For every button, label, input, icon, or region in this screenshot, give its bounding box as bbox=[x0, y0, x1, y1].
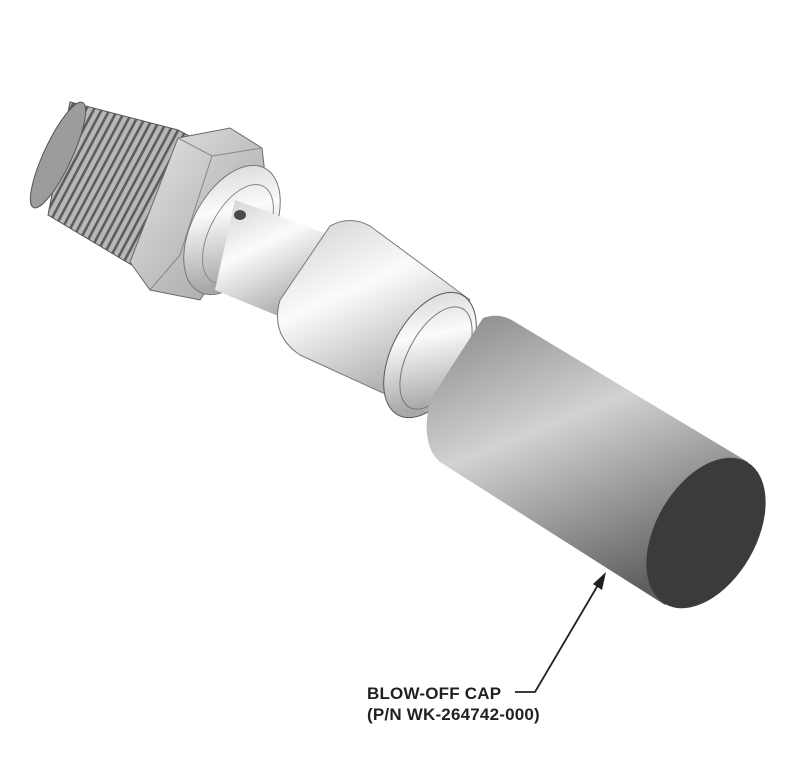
callout-leader bbox=[515, 572, 606, 693]
callout-part-number: (P/N WK-264742-000) bbox=[367, 705, 540, 724]
vent-hole bbox=[234, 210, 246, 220]
callout-title: BLOW-OFF CAP bbox=[367, 684, 502, 703]
blow-off-cap bbox=[426, 315, 766, 609]
part-callout: BLOW-OFF CAP (P/N WK-264742-000) bbox=[367, 683, 540, 725]
threaded-nipple bbox=[29, 101, 213, 271]
arrowhead-icon bbox=[593, 572, 606, 590]
cap-end-face bbox=[646, 457, 766, 609]
